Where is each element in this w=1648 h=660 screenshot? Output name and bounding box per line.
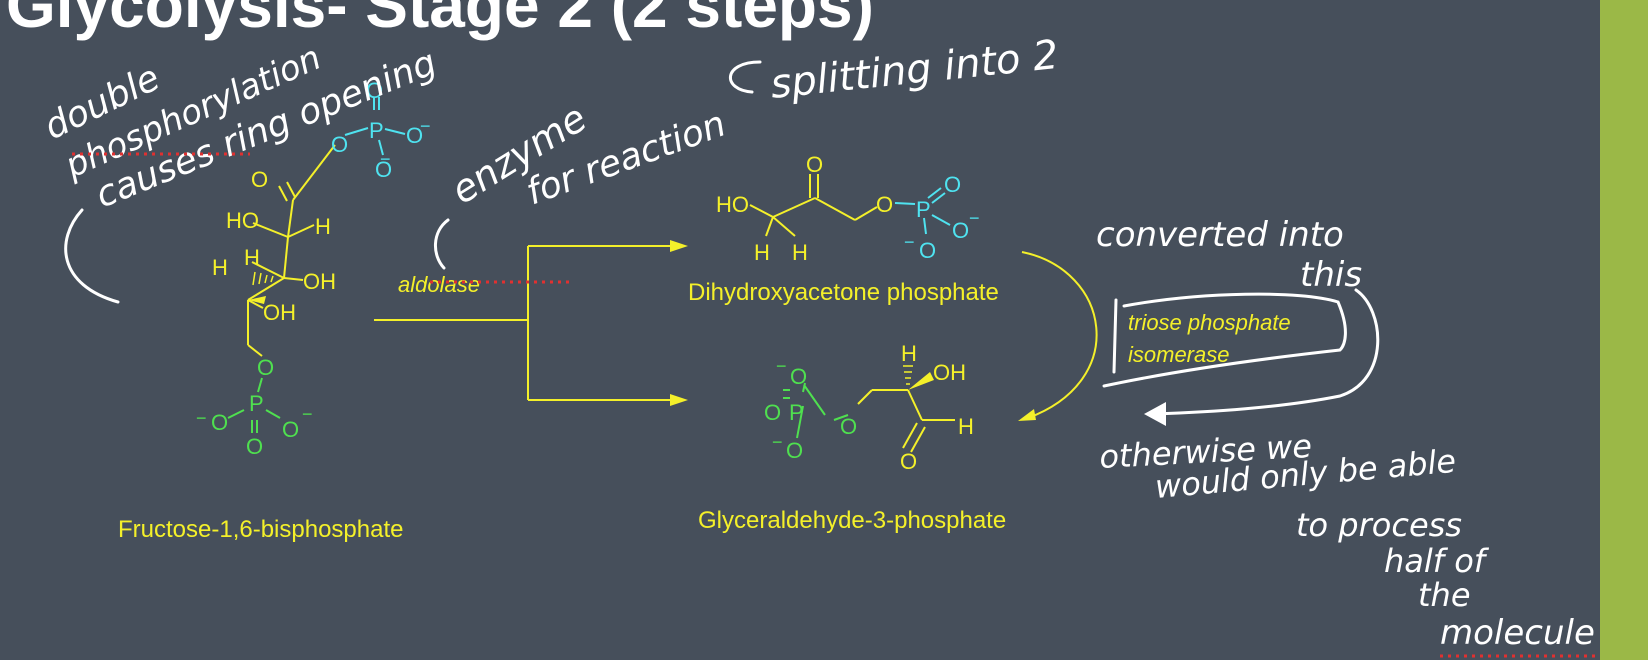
- fructose-p-bottom: P: [249, 391, 264, 416]
- handwritten-annotations: double phosphorylation causes ring openi…: [38, 32, 1600, 658]
- fructose-h-c4b: H: [244, 245, 260, 270]
- note-half-of: half of: [1384, 542, 1490, 580]
- dhap-name: Dihydroxyacetone phosphate: [688, 279, 999, 306]
- fructose-o-top3: O: [375, 157, 392, 182]
- fructose-h-c3: H: [315, 214, 331, 239]
- loop-arrowhead: [1144, 402, 1166, 426]
- fructose-oh-c4: OH: [303, 269, 336, 294]
- svg-text:−: −: [776, 356, 787, 376]
- svg-text:−: −: [380, 149, 391, 169]
- accent-bar: [1600, 0, 1648, 660]
- note-this: this: [1300, 255, 1362, 295]
- enzyme-box-outline: [1102, 292, 1347, 388]
- fructose-o-top-link: O: [331, 132, 348, 157]
- fructose-oh-c5: OH: [263, 300, 296, 325]
- fructose-o-bottom1: O: [211, 410, 228, 435]
- svg-text:−: −: [420, 116, 431, 136]
- dhap-o3: O: [919, 238, 936, 263]
- dhap-o-link: O: [876, 192, 893, 217]
- fructose-o-top2: O: [406, 123, 423, 148]
- fructose-o-bottom3: O: [246, 434, 263, 459]
- note-molecule: molecule: [1440, 613, 1595, 653]
- fructose-o-bottom2: O: [282, 417, 299, 442]
- bracket-left: [64, 208, 120, 304]
- triose-label-line2: isomerase: [1128, 342, 1229, 367]
- isomerase-arrowhead: [1018, 409, 1036, 421]
- arrowhead-top: [670, 240, 688, 252]
- aldolase-label: aldolase: [398, 272, 480, 297]
- note-converted-into: converted into: [1096, 215, 1344, 255]
- fructose-structure: O HO H H H OH OH O P O O O O P O O O −: [196, 78, 431, 459]
- note-splitting: splitting into 2: [768, 32, 1060, 108]
- loop-arrow: [1152, 288, 1380, 416]
- bracket-enzyme: [434, 218, 450, 270]
- triose-label-line1: triose phosphate: [1128, 310, 1291, 335]
- dhap-o2: O: [952, 218, 969, 243]
- reaction-diagram: O HO H H H OH OH O P O O O O P O O O −: [38, 32, 1600, 658]
- fructose-ho-c3: HO: [226, 208, 259, 233]
- note-to-process: to process: [1296, 506, 1462, 544]
- bracket-splitting: [729, 60, 762, 94]
- g3p-oh: OH: [933, 360, 966, 385]
- g3p-o2: O: [764, 400, 781, 425]
- g3p-o-ald: O: [900, 449, 917, 474]
- dhap-ho: HO: [716, 192, 749, 217]
- g3p-structure: H OH H O O P O O O − −: [764, 341, 974, 474]
- slide-title: Glycolysis- Stage 2 (2 steps): [6, 0, 874, 41]
- dhap-h2: H: [792, 240, 808, 265]
- dhap-p: P: [916, 197, 931, 222]
- fructose-o-top1: O: [366, 78, 383, 103]
- g3p-p: P: [789, 400, 804, 425]
- svg-text:−: −: [969, 208, 980, 228]
- fructose-p-top: P: [369, 118, 384, 143]
- fructose-name: Fructose-1,6-bisphosphate: [118, 516, 404, 543]
- svg-text:−: −: [772, 432, 783, 452]
- dhap-structure: HO H H O O P O O O − −: [716, 152, 980, 265]
- dhap-h1: H: [754, 240, 770, 265]
- arrowhead-bottom: [670, 394, 688, 406]
- isomerase-arrow: [1021, 251, 1098, 419]
- g3p-name: Glyceraldehyde-3-phosphate: [698, 507, 1006, 534]
- split-arrow: [374, 245, 672, 401]
- g3p-o1: O: [790, 364, 807, 389]
- dhap-o-ketone: O: [806, 152, 823, 177]
- fructose-o-bottom-link: O: [257, 355, 274, 380]
- dhap-o1: O: [944, 172, 961, 197]
- fructose-o-ketone: O: [251, 167, 268, 192]
- svg-text:−: −: [302, 404, 313, 424]
- g3p-h-top: H: [901, 341, 917, 366]
- g3p-o-link: O: [840, 414, 857, 439]
- note-the: the: [1418, 576, 1471, 614]
- svg-text:−: −: [196, 408, 207, 428]
- g3p-o3: O: [786, 438, 803, 463]
- g3p-h-ald: H: [958, 414, 974, 439]
- fructose-h-c4a: H: [212, 255, 228, 280]
- svg-text:−: −: [904, 232, 915, 252]
